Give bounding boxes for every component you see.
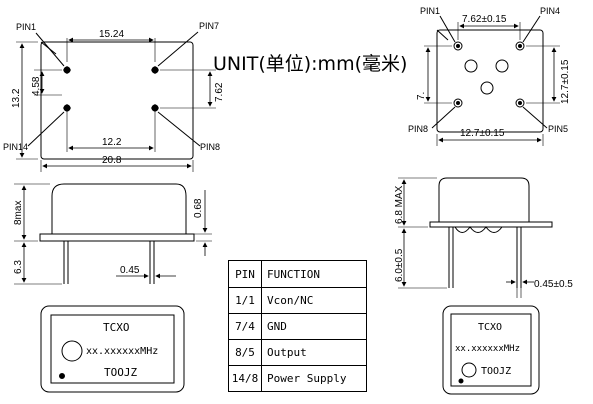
- rpin8-dot: [453, 98, 463, 108]
- rpin1-dot: [453, 41, 463, 51]
- dim-0-68: 0.68: [193, 198, 204, 218]
- left-marking-outline: [40, 305, 185, 393]
- pin14-leader: [27, 111, 65, 147]
- row-pin: 8/5: [228, 339, 262, 366]
- pin7-leader: [157, 31, 199, 67]
- pin-function-table: PIN FUNCTION 1/1 Vcon/NC 7/4 GND 8/5 Out…: [228, 260, 367, 392]
- row-function: GND: [261, 313, 367, 340]
- dim-4-58: 4.58: [31, 76, 42, 96]
- left-lead-1: [63, 241, 69, 284]
- left-marking-circle: [61, 340, 83, 362]
- left-mark-code: TOOJZ: [104, 366, 137, 379]
- rpin4-leader: [522, 15, 541, 43]
- right-mark-type: TCXO: [478, 322, 502, 333]
- rpin5-dot: [515, 98, 525, 108]
- right-side-body: [438, 177, 530, 222]
- dim-0-45: 0.45: [120, 265, 140, 276]
- dim-6-8max: 6.8 MAX: [394, 185, 405, 224]
- left-mark-type: TCXO: [103, 321, 130, 334]
- rpin4-dot: [515, 41, 525, 51]
- header-function: FUNCTION: [261, 260, 367, 288]
- right-lead-1: [448, 227, 454, 288]
- right-side-coil: [454, 226, 503, 233]
- dim-12-2: 12.2: [102, 137, 122, 148]
- header-pin: PIN: [228, 260, 262, 288]
- right-mark-freq: xx.xxxxxxMHz: [455, 344, 520, 354]
- row-function: Power Supply: [261, 365, 367, 392]
- rpin5-label: PIN5: [548, 124, 568, 134]
- dim-6-0-tol: 6.0±0.5: [394, 248, 405, 282]
- left-marking-inner: [50, 314, 175, 384]
- table-row: 14/8 Power Supply: [228, 365, 367, 392]
- left-marking-view: [40, 305, 185, 393]
- dim-12-7-tol-v: 12.7±0.15: [560, 59, 571, 104]
- table-row: 7/4 GND: [228, 313, 367, 340]
- table-header-row: PIN FUNCTION: [228, 260, 367, 288]
- right-lead-2: [516, 227, 522, 288]
- right-pin1-mark: [458, 378, 464, 384]
- right-marking-circle: [461, 362, 477, 378]
- pin8-label: PIN8: [200, 142, 220, 152]
- row-pin: 7/4: [228, 313, 262, 340]
- dim-7-left: 7.: [416, 92, 427, 100]
- table-row: 1/1 Vcon/NC: [228, 287, 367, 314]
- left-top-view: [16, 31, 216, 172]
- dim-13-2: 13.2: [11, 88, 22, 108]
- inner-pad-3: [480, 81, 494, 95]
- dim-15-24: 15.24: [99, 29, 124, 40]
- rpin5-leader: [522, 106, 548, 129]
- right-marking-view: [442, 305, 540, 395]
- pin8-leader: [157, 111, 201, 147]
- dim-0-45-tol: 0.45±0.5: [534, 279, 573, 290]
- row-pin: 14/8: [228, 365, 262, 392]
- rpin1-leader: [439, 15, 456, 43]
- right-package-outline: [436, 29, 544, 133]
- left-pin1-mark: [59, 373, 65, 379]
- rpin1-label: PIN1: [420, 6, 440, 16]
- left-pins: [63, 66, 159, 112]
- left-side-view: [14, 183, 212, 285]
- dim-7-62: 7.62: [214, 82, 225, 102]
- right-side-base: [429, 221, 553, 228]
- right-side-view: [398, 177, 553, 298]
- unit-label: UNIT(单位):mm(毫米): [213, 53, 408, 75]
- row-function: Vcon/NC: [261, 287, 367, 314]
- right-top-view: [424, 15, 560, 146]
- left-mark-freq: xx.xxxxxxMHz: [86, 346, 158, 357]
- rpin8-label: PIN8: [408, 124, 428, 134]
- left-lead-2: [149, 241, 155, 284]
- right-marking-outline: [442, 305, 540, 395]
- rpin4-label: PIN4: [540, 6, 560, 16]
- pin1-leader: [35, 32, 65, 67]
- inner-pad-1: [464, 59, 478, 73]
- dim-12-7-tol-h: 12.7±0.15: [460, 128, 505, 139]
- right-pin1-chamfer: [436, 29, 449, 41]
- rpin8-leader: [431, 106, 456, 129]
- dim-6-3: 6.3: [13, 260, 24, 274]
- pin1-label: PIN1: [16, 22, 36, 32]
- row-pin: 1/1: [228, 287, 262, 314]
- left-side-base: [39, 233, 195, 242]
- inner-pad-2: [495, 59, 509, 73]
- dim-8max: 8max: [13, 201, 24, 225]
- right-mark-code: TOOJZ: [481, 366, 511, 377]
- dim-7-62-tol: 7.62±0.15: [462, 14, 507, 25]
- left-side-body: [51, 183, 187, 235]
- right-marking-inner: [450, 313, 532, 387]
- table-row: 8/5 Output: [228, 339, 367, 366]
- pin14-label: PIN14: [3, 142, 28, 152]
- row-function: Output: [261, 339, 367, 366]
- pin7-label: PIN7: [199, 21, 219, 31]
- dim-20-8: 20.8: [102, 155, 122, 166]
